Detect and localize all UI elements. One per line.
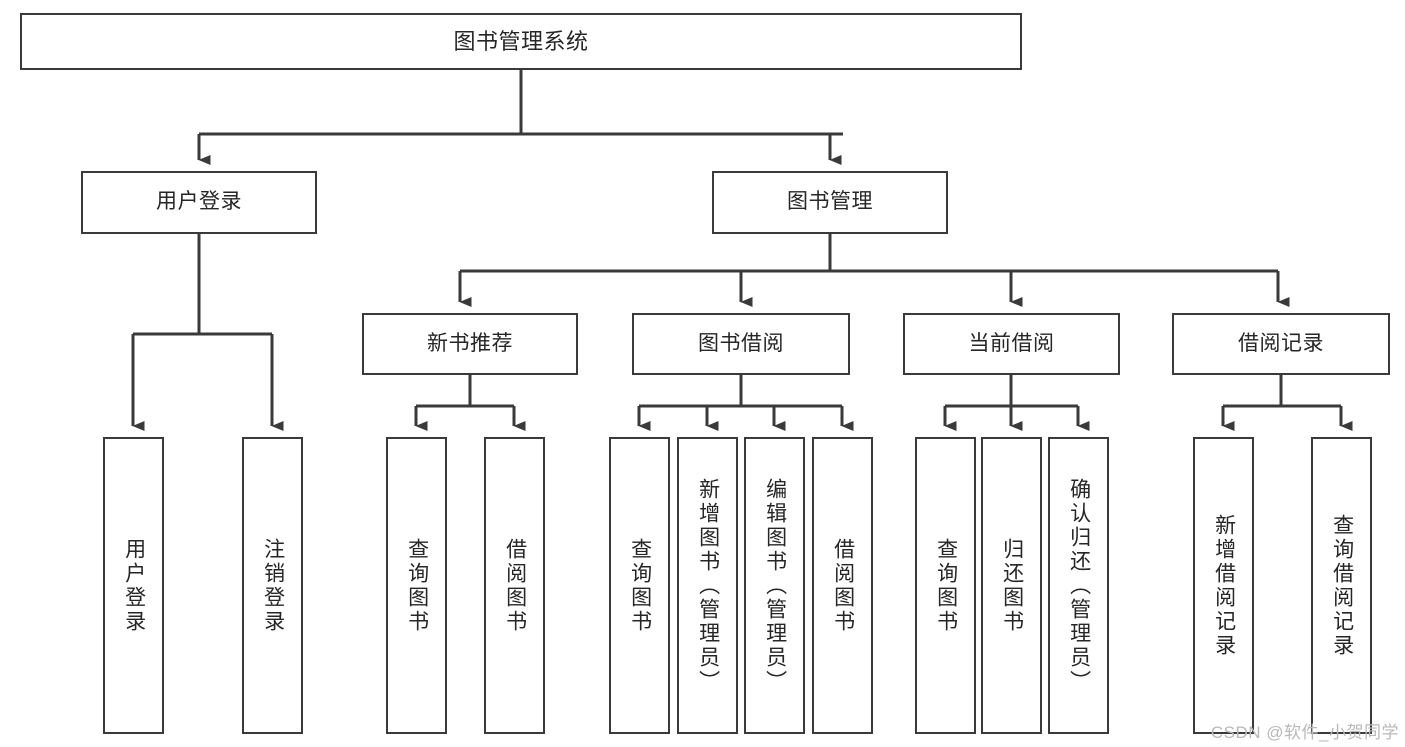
node-label: 用户登录 — [156, 190, 242, 214]
node-label: 借阅图书 — [831, 537, 855, 634]
node-label: 图书管理系统 — [453, 28, 589, 54]
leaf-query-book-borrow[interactable]: 查询图书 — [609, 437, 670, 734]
node-label: 注销登录 — [261, 537, 285, 634]
node-label: 新增图书（管理员） — [696, 477, 720, 694]
leaf-borrow-book-recommend[interactable]: 借阅图书 — [484, 437, 545, 734]
node-new-book-recommend[interactable]: 新书推荐 — [362, 313, 578, 375]
node-label: 新增借阅记录 — [1212, 513, 1236, 658]
node-label: 用户登录 — [122, 537, 146, 634]
leaf-edit-book-admin[interactable]: 编辑图书（管理员） — [744, 437, 805, 734]
leaf-confirm-return-admin[interactable]: 确认归还（管理员） — [1048, 437, 1109, 734]
leaf-user-login[interactable]: 用户登录 — [103, 437, 164, 734]
leaf-add-borrow-record[interactable]: 新增借阅记录 — [1193, 437, 1254, 734]
leaf-borrow-book[interactable]: 借阅图书 — [812, 437, 873, 734]
node-current-borrow[interactable]: 当前借阅 — [903, 313, 1120, 375]
leaf-query-book-current[interactable]: 查询图书 — [915, 437, 976, 734]
node-label: 查询借阅记录 — [1330, 513, 1354, 658]
leaf-add-book-admin[interactable]: 新增图书（管理员） — [677, 437, 738, 734]
node-label: 借阅图书 — [503, 537, 527, 634]
leaf-query-borrow-record[interactable]: 查询借阅记录 — [1311, 437, 1372, 734]
node-user-login[interactable]: 用户登录 — [81, 171, 317, 234]
node-borrow-records[interactable]: 借阅记录 — [1172, 313, 1390, 375]
node-label: 查询图书 — [628, 537, 652, 634]
node-label: 当前借阅 — [968, 331, 1055, 355]
leaf-return-book[interactable]: 归还图书 — [981, 437, 1042, 734]
node-book-borrow[interactable]: 图书借阅 — [632, 313, 850, 375]
node-label: 新书推荐 — [427, 331, 513, 355]
node-label: 确认归还（管理员） — [1067, 477, 1091, 694]
node-label: 图书借阅 — [698, 331, 784, 355]
node-book-management[interactable]: 图书管理 — [712, 171, 948, 234]
node-label: 图书管理 — [787, 190, 873, 214]
leaf-query-book-recommend[interactable]: 查询图书 — [386, 437, 447, 734]
node-label: 借阅记录 — [1238, 331, 1324, 355]
node-label: 查询图书 — [405, 537, 429, 634]
node-label: 查询图书 — [934, 537, 958, 634]
node-root-system[interactable]: 图书管理系统 — [20, 13, 1022, 70]
watermark-text: CSDN @软件_小贺同学 — [1210, 723, 1399, 742]
node-label: 编辑图书（管理员） — [763, 477, 787, 694]
node-label: 归还图书 — [1000, 537, 1024, 634]
leaf-logout[interactable]: 注销登录 — [242, 437, 303, 734]
